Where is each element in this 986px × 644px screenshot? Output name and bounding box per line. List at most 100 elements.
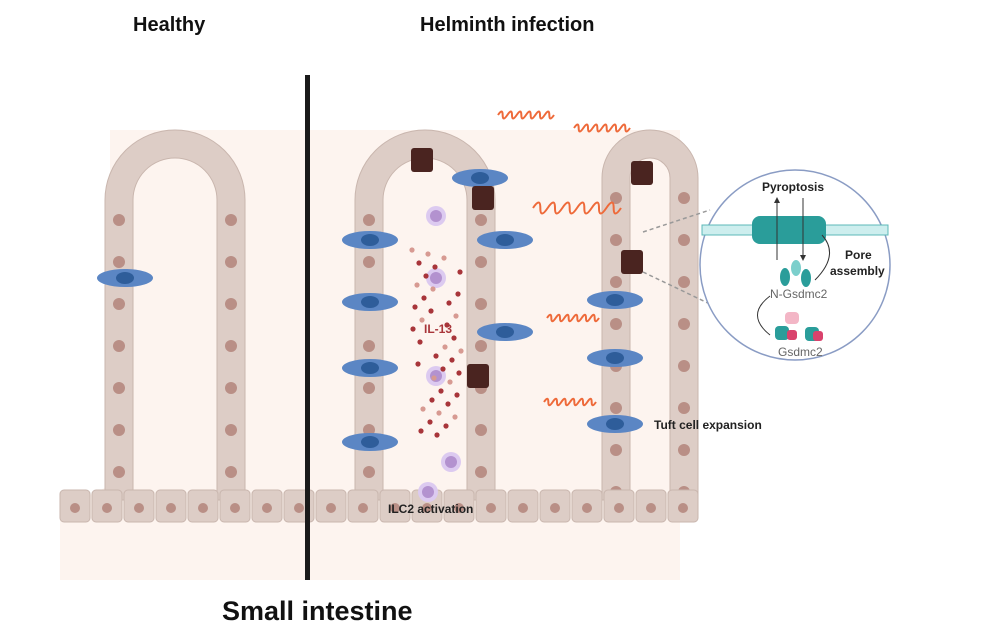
il13-dot [430, 286, 436, 292]
nucleus [475, 424, 487, 436]
il13-dot [446, 300, 452, 306]
pyroptosis-inset [642, 169, 891, 361]
tuft-nucleus [496, 326, 514, 338]
villi-group [59, 129, 699, 523]
ilc2-activation-label: ILC2 activation [388, 502, 474, 516]
il13-dot [453, 313, 459, 319]
il13-dot [416, 260, 422, 266]
healthy-title: Healthy [133, 14, 206, 36]
nucleus [225, 214, 237, 226]
nucleus [230, 503, 240, 513]
divider-line [305, 75, 310, 580]
il13-dot [410, 326, 416, 332]
nucleus [113, 340, 125, 352]
nucleus [610, 402, 622, 414]
n-gsdmc2-monomer [780, 268, 790, 286]
nucleus [326, 503, 336, 513]
nucleus [363, 340, 375, 352]
il13-dot [452, 414, 458, 420]
epithelium [104, 129, 246, 501]
ilc2-nucleus [430, 370, 442, 382]
helminth-infection-title: Helminth infection [420, 14, 595, 36]
nucleus [358, 503, 368, 513]
tuft-nucleus [361, 436, 379, 448]
nucleus [610, 276, 622, 288]
nucleus [363, 382, 375, 394]
tuft-nucleus [361, 234, 379, 246]
il13-dot [431, 375, 437, 381]
nucleus [113, 424, 125, 436]
gsdmc2-protein [785, 312, 799, 324]
gsdmc2-label: Gsdmc2 [778, 345, 823, 359]
nucleus [610, 444, 622, 456]
nucleus [422, 503, 432, 513]
ilc2-nucleus [430, 210, 442, 222]
il13-dot [445, 401, 451, 407]
nucleus [678, 318, 690, 330]
il13-dot [429, 397, 435, 403]
il13-dot [415, 361, 421, 367]
tuft-nucleus [361, 362, 379, 374]
il13-dot [442, 344, 448, 350]
nucleus [678, 234, 690, 246]
nucleus [225, 466, 237, 478]
helminth-worm [543, 397, 597, 407]
il13-dot [457, 269, 463, 275]
nucleus [678, 360, 690, 372]
nucleus [198, 503, 208, 513]
helminth-worm [546, 313, 600, 323]
il13-dot [441, 255, 447, 261]
nucleus [294, 503, 304, 513]
il13-dot [423, 273, 429, 279]
nucleus [614, 503, 624, 513]
helminth-worm [532, 201, 622, 215]
nucleus [678, 276, 690, 288]
nucleus [225, 256, 237, 268]
pyroptotic-cell [631, 161, 653, 185]
small-intestine-title: Small intestine [222, 596, 413, 626]
nucleus [225, 298, 237, 310]
il13-dot [420, 406, 426, 412]
nucleus [225, 382, 237, 394]
il13-dot [433, 353, 439, 359]
nucleus [166, 503, 176, 513]
il13-dot [456, 370, 462, 376]
nucleus [363, 466, 375, 478]
nucleus [475, 466, 487, 478]
helminth-worm [497, 110, 555, 120]
il13-dot [458, 348, 464, 354]
il13-dot [434, 432, 440, 438]
nucleus [518, 503, 528, 513]
tuft-nucleus [471, 172, 489, 184]
il13-dot [427, 419, 433, 425]
n-gsdmc2-label: N-Gsdmc2 [770, 287, 828, 301]
nucleus [390, 503, 400, 513]
nucleus [113, 214, 125, 226]
il13-dot [421, 295, 427, 301]
il13-dot [454, 392, 460, 398]
nucleus [113, 466, 125, 478]
nucleus [678, 503, 688, 513]
il13-dot [451, 335, 457, 341]
cells-group [97, 110, 653, 502]
infected-villus-right [601, 129, 699, 501]
tuft-nucleus [606, 352, 624, 364]
nucleus [113, 256, 125, 268]
epithelium [601, 129, 699, 501]
il13-dot [440, 366, 446, 372]
nucleus [363, 424, 375, 436]
pyroptotic-cell [472, 186, 494, 210]
il13-dot [436, 410, 442, 416]
nucleus [610, 234, 622, 246]
nucleus [113, 298, 125, 310]
pyroptotic-cell [467, 364, 489, 388]
nucleus [475, 214, 487, 226]
il13-dot [449, 357, 455, 363]
nucleus [582, 503, 592, 513]
nucleus [475, 298, 487, 310]
ilc2-nucleus [445, 456, 457, 468]
tuft-nucleus [116, 272, 134, 284]
il13-dot [438, 388, 444, 394]
il13-dot [414, 282, 420, 288]
